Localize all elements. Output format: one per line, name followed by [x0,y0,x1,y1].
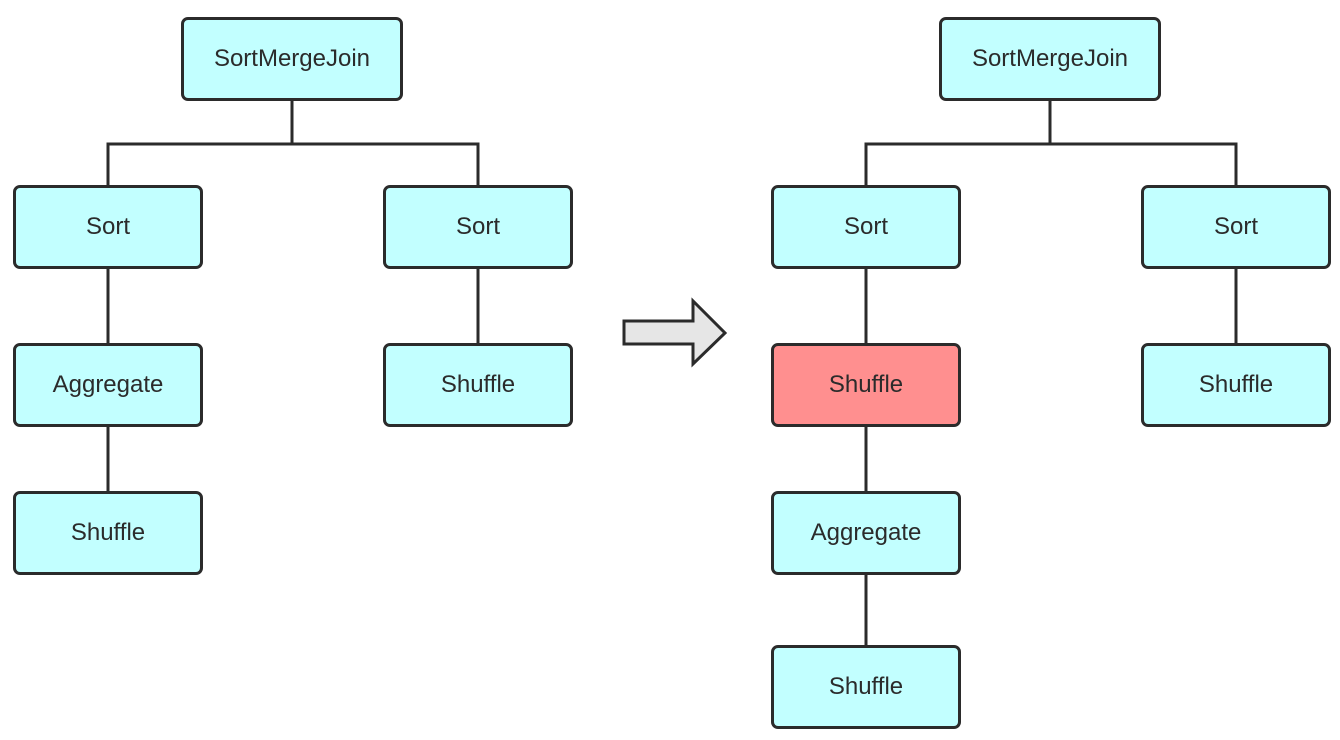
node-label: Shuffle [1198,371,1274,398]
after-left-shuffle-node: Shuffle [771,645,961,729]
node-label: Aggregate [810,519,922,546]
after-left-sort-node: Sort [771,185,961,269]
before-left-sort-node: Sort [13,185,203,269]
after-right-sort-node: Sort [1141,185,1331,269]
right-arrow-icon [622,297,728,368]
node-label: Shuffle [70,519,146,546]
node-label: Sort [85,213,130,240]
edge-after-join-to-sorts [864,142,1238,185]
after-added-shuffle-node: Shuffle [771,343,961,427]
node-label: Shuffle [440,371,516,398]
node-label: Sort [1213,213,1258,240]
after-right-shuffle-node: Shuffle [1141,343,1331,427]
node-label: SortMergeJoin [971,45,1129,72]
after-aggregate-node: Aggregate [771,491,961,575]
edge-before-join-to-sorts [106,142,480,185]
before-right-sort-node: Sort [383,185,573,269]
before-right-shuffle-node: Shuffle [383,343,573,427]
before-left-shuffle-node: Shuffle [13,491,203,575]
node-label: Shuffle [828,371,904,398]
node-label: Sort [455,213,500,240]
node-label: Shuffle [828,673,904,700]
node-label: SortMergeJoin [213,45,371,72]
node-label: Sort [843,213,888,240]
before-sortmergejoin-node: SortMergeJoin [181,17,403,101]
node-label: Aggregate [52,371,164,398]
after-sortmergejoin-node: SortMergeJoin [939,17,1161,101]
before-aggregate-node: Aggregate [13,343,203,427]
